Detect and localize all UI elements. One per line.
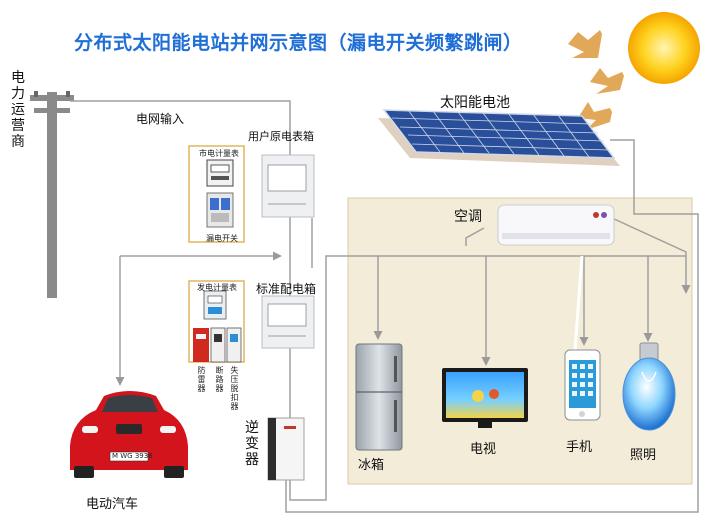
sun-ray-arrow [590, 68, 624, 94]
breaker-label: 断路器 [215, 366, 224, 393]
meter-panel-1 [188, 145, 245, 243]
sun-ray-arrow [578, 102, 612, 130]
ev-label: 电动汽车 [86, 497, 139, 512]
wire-ac-feed [611, 217, 691, 294]
meter-icon [206, 159, 234, 187]
standard-box-label: 标准配电箱 [256, 282, 317, 296]
car-icon [70, 391, 188, 478]
surge-protector-icon [193, 328, 209, 362]
undervoltage-label: 失压脱扣器 [230, 366, 239, 411]
house-area [347, 197, 693, 485]
inverter-label: 逆变器 [245, 420, 259, 468]
sun-ray-arrow [568, 30, 602, 58]
user-meter-box-icon [261, 154, 315, 218]
solar-panel-label: 太阳能电池 [440, 95, 510, 111]
wire-panel-to-inverter [285, 139, 699, 513]
license-plate: M WG 3936 [112, 452, 153, 460]
lighting-label: 照明 [630, 448, 657, 463]
tv-label: 电视 [470, 442, 497, 457]
phone-icon [564, 255, 601, 421]
meter-panel-2 [188, 280, 245, 363]
leakage-switch-label: 漏电开关 [206, 234, 238, 243]
air-conditioner-icon [497, 204, 615, 246]
bulb-icon [622, 342, 676, 431]
user-meter-box-label: 用户原电表箱 [248, 130, 314, 143]
solar-panel-icon [378, 109, 620, 166]
inverter-icon [267, 417, 305, 481]
fridge-icon [355, 343, 403, 451]
gen-meter-label: 发电计量表 [197, 283, 237, 292]
grid-input-label: 电网输入 [136, 112, 185, 126]
ac-label: 空调 [454, 209, 482, 225]
meter-icon [203, 290, 227, 320]
undervoltage-icon [226, 327, 242, 363]
fridge-label: 冰箱 [358, 458, 385, 473]
sun-icon [628, 12, 700, 84]
utility-meter-label: 市电计量表 [199, 149, 239, 158]
breaker-icon [210, 327, 226, 363]
switch-icon [206, 192, 234, 228]
wire-inverter-loop [289, 255, 340, 501]
tv-icon [442, 368, 528, 428]
diagram-title: 分布式太阳能电站并网示意图（漏电开关频繁跳闸） [74, 32, 523, 54]
sun-ray-arrows [568, 30, 624, 130]
surge-protector-label: 防雷器 [197, 366, 206, 393]
power-pole-icon [30, 91, 74, 298]
standard-box-icon [261, 295, 315, 349]
grid-operator-label: 电力运营商 [11, 70, 25, 150]
phone-label: 手机 [566, 440, 593, 455]
wire-ac-left [465, 227, 485, 246]
